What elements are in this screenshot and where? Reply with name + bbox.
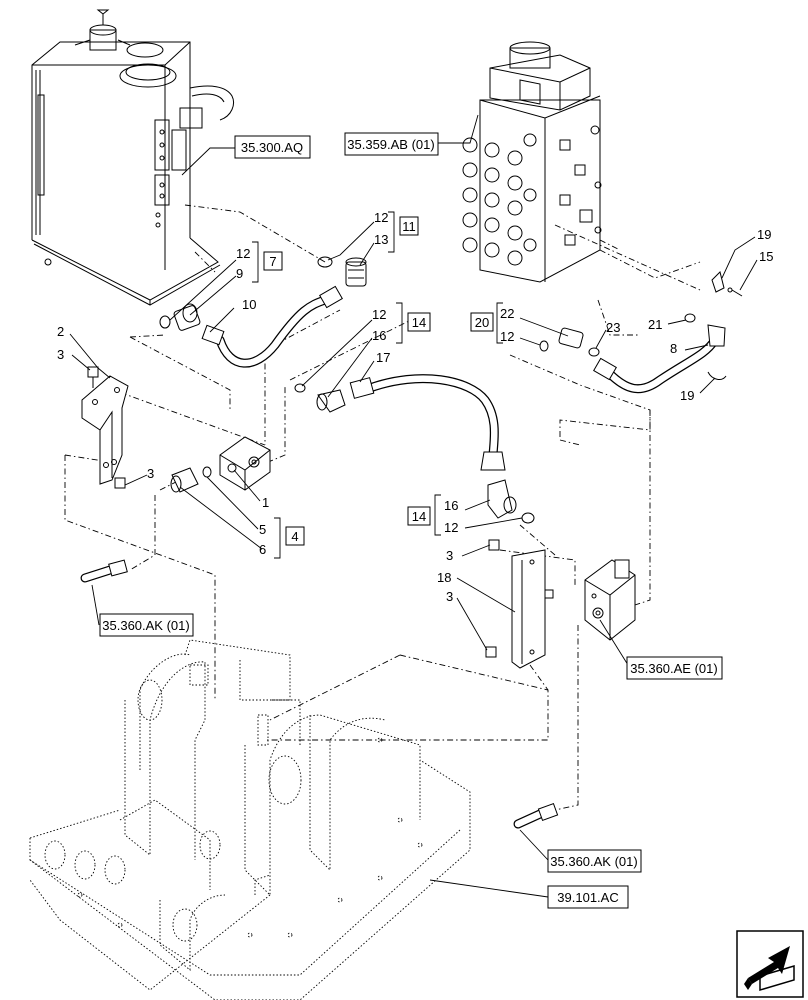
pipe-stub-left	[80, 559, 128, 583]
arrow-left-down-icon[interactable]	[736, 930, 804, 998]
bolt-15	[727, 287, 743, 297]
valve-block-35360AE	[584, 559, 636, 641]
clamp-19-lower	[707, 371, 727, 380]
callout-6: 6	[259, 542, 266, 557]
o-ring-21	[684, 313, 696, 323]
callout-3: 3	[57, 347, 64, 362]
fitting-16-lower	[487, 479, 517, 519]
callout-12: 12	[372, 307, 386, 322]
o-ring-12-left	[159, 315, 171, 329]
fitting-6	[170, 467, 199, 493]
ref-label: 35.360.AK (01)	[550, 854, 637, 869]
kit-20: 20	[470, 302, 503, 344]
callout-15: 15	[759, 249, 773, 264]
kit-number: 7	[269, 254, 276, 269]
callout-16: 16	[444, 498, 458, 513]
ref-label: 35.360.AK (01)	[102, 618, 189, 633]
bolt-3-lower	[114, 477, 126, 489]
kit-number: 14	[412, 315, 426, 330]
callout-numbers: 12 13 12 9 10 2 3 12 16 17 22 12 23 19 1…	[57, 210, 773, 604]
callout-3: 3	[147, 466, 154, 481]
main-control-valve	[462, 41, 602, 283]
kit-7: 7	[252, 241, 283, 283]
ref-label: 35.300.AQ	[241, 140, 303, 155]
callout-2: 2	[57, 324, 64, 339]
spool-fittings	[462, 133, 537, 266]
callout-19: 19	[680, 388, 694, 403]
ref-39-101-ac[interactable]: 39.101.AC	[547, 885, 629, 909]
machine-frame	[29, 639, 471, 1000]
bolt-3-mid-upper	[488, 539, 500, 551]
callout-12: 12	[374, 210, 388, 225]
clamp-19-upper	[711, 271, 725, 293]
hydraulic-tank	[31, 9, 234, 306]
kit-number: 4	[291, 529, 298, 544]
callout-10: 10	[242, 297, 256, 312]
ref-label: 35.359.AB (01)	[347, 137, 434, 152]
ref-35-360-ak-left[interactable]: 35.360.AK (01)	[99, 613, 194, 637]
callout-3: 3	[446, 548, 453, 563]
callout-17: 17	[376, 350, 390, 365]
kit-14-lower: 14	[407, 494, 441, 536]
ref-35-360-ak-bottom[interactable]: 35.360.AK (01)	[547, 849, 642, 873]
tank-return-hose	[201, 285, 343, 368]
ref-35-359-ab[interactable]: 35.359.AB (01)	[344, 132, 439, 156]
hose-17	[349, 374, 506, 471]
kit-number: 11	[402, 219, 416, 234]
fitting-13	[345, 257, 367, 287]
callout-8: 8	[670, 341, 677, 356]
fitting-16-upper	[316, 389, 346, 413]
bracket-2	[81, 375, 129, 485]
callout-12: 12	[500, 329, 514, 344]
ref-label: 39.101.AC	[557, 890, 618, 905]
callout-1: 1	[262, 495, 269, 510]
callout-3: 3	[446, 589, 453, 604]
ref-35-300-aq[interactable]: 35.300.AQ	[234, 135, 311, 159]
callout-12: 12	[444, 520, 458, 535]
ref-35-360-ae[interactable]: 35.360.AE (01)	[626, 656, 723, 680]
callout-5: 5	[259, 522, 266, 537]
hidden-lines	[64, 204, 701, 811]
hose-8	[593, 324, 726, 394]
bolt-3-upper	[87, 366, 99, 388]
callout-13: 13	[374, 232, 388, 247]
o-ring-12-mid	[294, 383, 306, 393]
kit-number: 14	[412, 509, 426, 524]
o-ring-12-lower	[521, 512, 535, 524]
callout-22: 22	[500, 306, 514, 321]
bolt-3-mid-lower	[485, 646, 497, 658]
o-ring-5	[202, 466, 212, 478]
callout-23: 23	[606, 320, 620, 335]
manifold-block-1	[219, 436, 271, 491]
bracket-18	[511, 549, 554, 669]
o-ring-23	[588, 347, 600, 357]
callout-16: 16	[372, 328, 386, 343]
o-ring-12-top	[317, 256, 333, 268]
kit-4: 4	[274, 517, 305, 559]
callout-9: 9	[236, 266, 243, 281]
callout-12: 12	[236, 246, 250, 261]
kit-number: 20	[475, 315, 489, 330]
ref-label: 35.360.AE (01)	[630, 661, 717, 676]
o-ring-12-right	[539, 340, 549, 352]
kit-14-top: 14	[396, 302, 431, 344]
fitting-9	[173, 303, 201, 331]
callout-19: 19	[757, 227, 771, 242]
kit-11: 11	[388, 211, 419, 253]
pipe-stub-bottom	[513, 802, 559, 829]
callout-18: 18	[437, 570, 451, 585]
callout-21: 21	[648, 317, 662, 332]
fitting-22	[558, 327, 584, 349]
